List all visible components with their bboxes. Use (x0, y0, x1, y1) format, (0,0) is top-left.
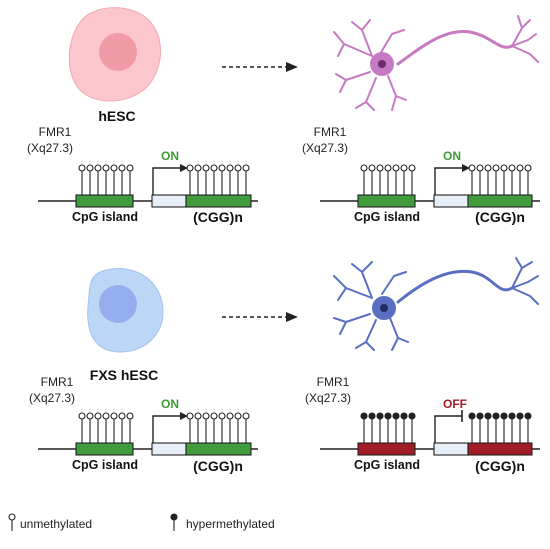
gene-name-bottom-left: FMR1 (41, 375, 74, 389)
gene-track-bottom-right (320, 410, 540, 456)
cpg-label-bottom-left: CpG island (72, 458, 138, 472)
gene-locus-bottom-left: (Xq27.3) (29, 391, 75, 405)
cpg-label-bottom-right: CpG island (354, 458, 420, 472)
gene-track-top-right (320, 164, 540, 208)
neuron-icon-top (333, 15, 539, 111)
status-off-bottom-right: OFF (443, 397, 467, 411)
gene-locus-top-left: (Xq27.3) (27, 141, 73, 155)
differentiation-arrow-top (222, 62, 298, 72)
status-on-top-right: ON (443, 149, 461, 163)
differentiation-arrow-bottom (222, 312, 298, 322)
blocked-tss-arrow (434, 415, 462, 443)
cgg-label-bottom-right: (CGG)n (475, 458, 525, 474)
cpg-island-box (75, 194, 134, 208)
cpg-label-top-left: CpG island (72, 210, 138, 224)
cgg-label-top-right: (CGG)n (475, 209, 525, 225)
status-on-top-left: ON (161, 149, 179, 163)
fxs-nucleus (99, 285, 137, 323)
gene-name-bottom-right: FMR1 (317, 375, 350, 389)
cgg-label-bottom-left: (CGG)n (193, 458, 243, 474)
cgg-label-top-left: (CGG)n (193, 209, 243, 225)
gene-name-top-right: FMR1 (314, 125, 347, 139)
gene-track-bottom-left (38, 412, 258, 456)
legend-unmethylated-label: unmethylated (20, 517, 92, 531)
fxs-hesc-label: FXS hESC (90, 367, 158, 383)
gene-track-top-left (38, 164, 258, 208)
legend-hypermethylated-label: hypermethylated (186, 517, 275, 531)
hypermethylated-lollipop-icon (170, 513, 178, 531)
neuron-icon-bottom (333, 257, 539, 351)
promoter-box (151, 194, 187, 208)
cgg-repeat-box (185, 194, 252, 208)
unmethylated-lollipop-icon (8, 513, 16, 531)
hesc-label: hESC (98, 108, 135, 124)
status-on-bottom-left: ON (161, 397, 179, 411)
cpg-label-top-right: CpG island (354, 210, 420, 224)
gene-locus-bottom-right: (Xq27.3) (305, 391, 351, 405)
legend: unmethylated hypermethylated (8, 513, 275, 531)
fxs-hesc-cell (87, 268, 164, 353)
tss-arrow (152, 167, 180, 195)
hesc-cell (68, 7, 162, 102)
gene-name-top-left: FMR1 (39, 125, 72, 139)
hesc-nucleus (99, 33, 137, 71)
gene-locus-top-right: (Xq27.3) (302, 141, 348, 155)
